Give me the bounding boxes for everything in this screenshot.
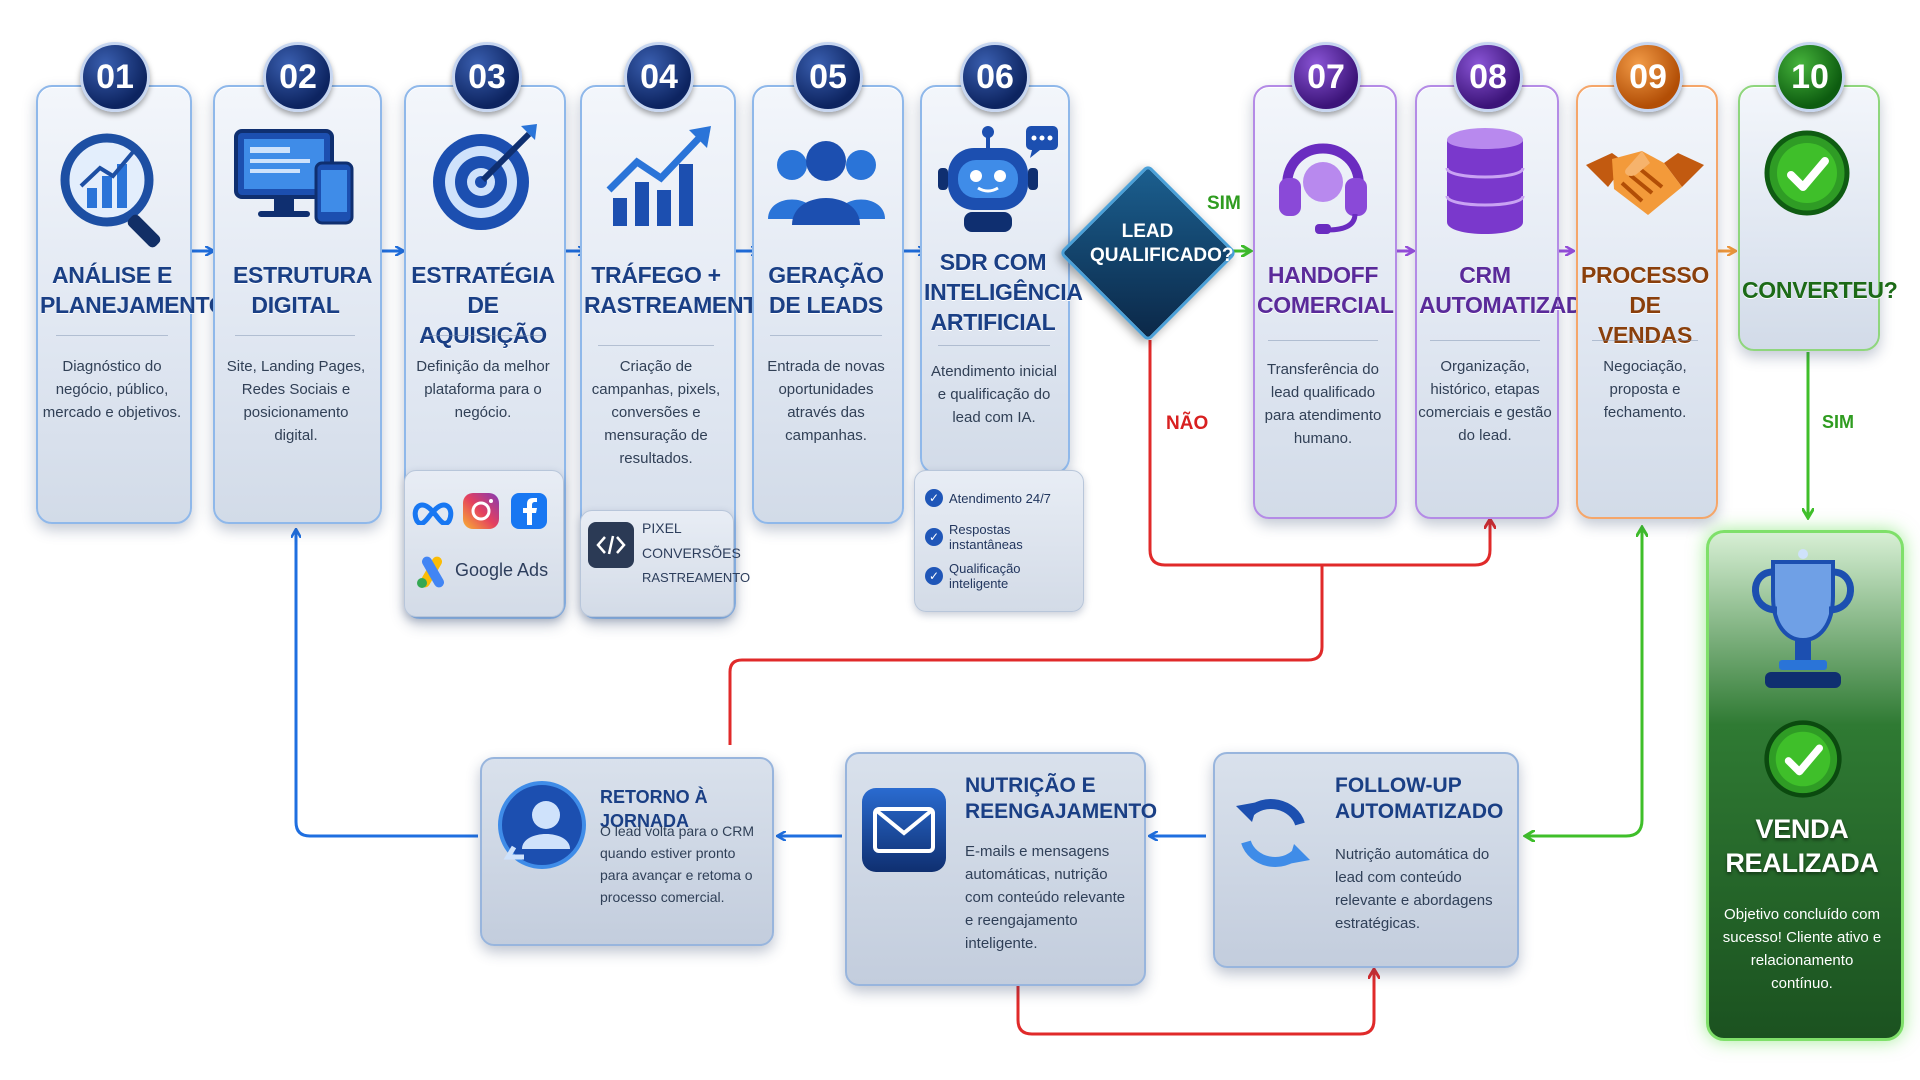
followup-title: FOLLOW-UP AUTOMATIZADO [1335, 774, 1504, 823]
check-circle-icon [1762, 128, 1852, 218]
feature-item: ✓ Respostas instantâneas [925, 522, 1083, 552]
step-09-title: PROCESSO DE VENDAS [1581, 262, 1709, 348]
followup-desc: Nutrição automática do lead com conteúdo… [1335, 846, 1493, 932]
step-03-divider [424, 335, 542, 336]
step-10-badge: 10 [1775, 42, 1845, 112]
step-10-card [1738, 85, 1880, 351]
instagram-icon [460, 490, 502, 532]
step-05-title: GERAÇÃO DE LEADS [768, 262, 884, 318]
step-08-badge: 08 [1453, 42, 1523, 112]
step-06-title: SDR COM INTELIGÊNCIA ARTIFICIAL [924, 249, 1083, 335]
magnifier-chart-icon [52, 125, 177, 255]
arrow-crm-to-return [728, 565, 1324, 745]
feature-label: Qualificação inteligente [949, 561, 1021, 591]
converted-yes-label: SIM [1822, 412, 1855, 432]
step-08-title: CRM AUTOMATIZADO [1419, 262, 1600, 318]
step-01-desc: Diagnóstico do negócio, público, mercado… [42, 358, 182, 421]
nurture-title: NUTRIÇÃO E REENGAJAMENTO [965, 774, 1158, 823]
arrow-no-to-crm [1148, 340, 1490, 567]
step-02-badge: 02 [263, 42, 333, 112]
sale-title: VENDA REALIZADA [1725, 814, 1879, 878]
sale-desc: Objetivo concluído com sucesso! Cliente … [1722, 906, 1882, 992]
sdr-features-box: ✓ Atendimento 24/7 ✓ Respostas instantânea… [914, 470, 1084, 612]
handshake-icon [1582, 130, 1708, 230]
meta-icon [410, 492, 456, 532]
code-icon [588, 522, 634, 568]
step-08-desc: Organização, histórico, etapas comerciai… [1418, 358, 1552, 444]
step-04-desc: Criação de campanhas, pixels, conversões… [591, 358, 721, 467]
step-05-desc: Entrada de novas oportunidades através d… [767, 358, 885, 444]
step-09-divider [1592, 340, 1698, 341]
pixel-label: PIXEL [642, 520, 682, 536]
tracking-label: RASTREAMENTO [642, 570, 751, 585]
step-03-title: ESTRATÉGIA DE AQUISIÇÃO [411, 262, 555, 348]
feature-item: ✓ Qualificação inteligente [925, 561, 1083, 591]
decision-yes-label: SIM [1207, 193, 1241, 214]
feature-item: ✓ Atendimento 24/7 [925, 483, 1083, 513]
check-icon: ✓ [925, 489, 943, 507]
refresh-icon [1228, 778, 1318, 888]
nurture-desc: E-mails e mensagens automáticas, nutriçã… [965, 843, 1126, 952]
devices-icon [230, 120, 360, 235]
growth-chart-icon [598, 115, 718, 240]
step-07-badge: 07 [1291, 42, 1361, 112]
return-desc: O lead volta para o CRM quando estiver p… [600, 823, 755, 905]
step-07-divider [1268, 340, 1378, 341]
headset-icon [1268, 118, 1378, 243]
feature-label: Respostas instantâneas [949, 522, 1023, 552]
google-ads-icon [412, 552, 452, 592]
step-01-divider [56, 335, 168, 336]
trophy-icon [1740, 545, 1865, 695]
robot-icon [930, 115, 1060, 240]
step-02-divider [235, 335, 355, 336]
target-icon [420, 115, 550, 240]
step-06-desc: Atendimento inicial e qualificação do le… [931, 363, 1057, 426]
step-06-badge: 06 [960, 42, 1030, 112]
step-04-title: TRÁFEGO + RASTREAMENTO [584, 262, 775, 318]
step-09-badge: 09 [1613, 42, 1683, 112]
google-ads-label: Google Ads [455, 560, 549, 580]
check-icon: ✓ [925, 528, 943, 546]
check-circle-icon [1762, 718, 1844, 800]
step-02-desc: Site, Landing Pages, Redes Sociais e pos… [226, 358, 366, 444]
step-01-badge: 01 [80, 42, 150, 112]
step-06-divider [938, 345, 1050, 346]
step-07-card [1253, 85, 1397, 519]
arrow-sales-to-followup [1526, 530, 1644, 836]
envelope-icon [862, 788, 946, 872]
step-07-desc: Transferência do lead qualificado para a… [1264, 361, 1382, 447]
step-03-desc: Definição da melhor plataforma para o ne… [416, 358, 550, 421]
step-10-title: CONVERTEU? [1742, 277, 1898, 303]
step-05-badge: 05 [793, 42, 863, 112]
arrow-nurture-followup [1016, 970, 1374, 1036]
arrow-return-to-02 [296, 530, 478, 838]
step-03-badge: 03 [452, 42, 522, 112]
decision-label: LEAD QUALIFICADO? [1090, 221, 1234, 266]
step-08-divider [1430, 340, 1540, 341]
conversions-label: CONVERSÕES [642, 545, 741, 561]
user-return-icon [494, 777, 589, 872]
check-icon: ✓ [925, 567, 943, 585]
people-group-icon [764, 125, 889, 240]
step-02-title: ESTRUTURA DIGITAL [233, 262, 373, 318]
step-04-badge: 04 [624, 42, 694, 112]
decision-no-label: NÃO [1166, 413, 1209, 434]
facebook-icon [508, 490, 550, 532]
step-01-title: ANÁLISE E PLANEJAMENTO [40, 262, 227, 318]
database-icon [1435, 118, 1535, 243]
step-09-desc: Negociação, proposta e fechamento. [1603, 358, 1687, 421]
step-05-divider [770, 335, 882, 336]
return-title: RETORNO À JORNADA [600, 787, 708, 831]
step-04-divider [598, 345, 714, 346]
feature-label: Atendimento 24/7 [949, 490, 1051, 506]
step-07-title: HANDOFF COMERCIAL [1257, 262, 1394, 318]
